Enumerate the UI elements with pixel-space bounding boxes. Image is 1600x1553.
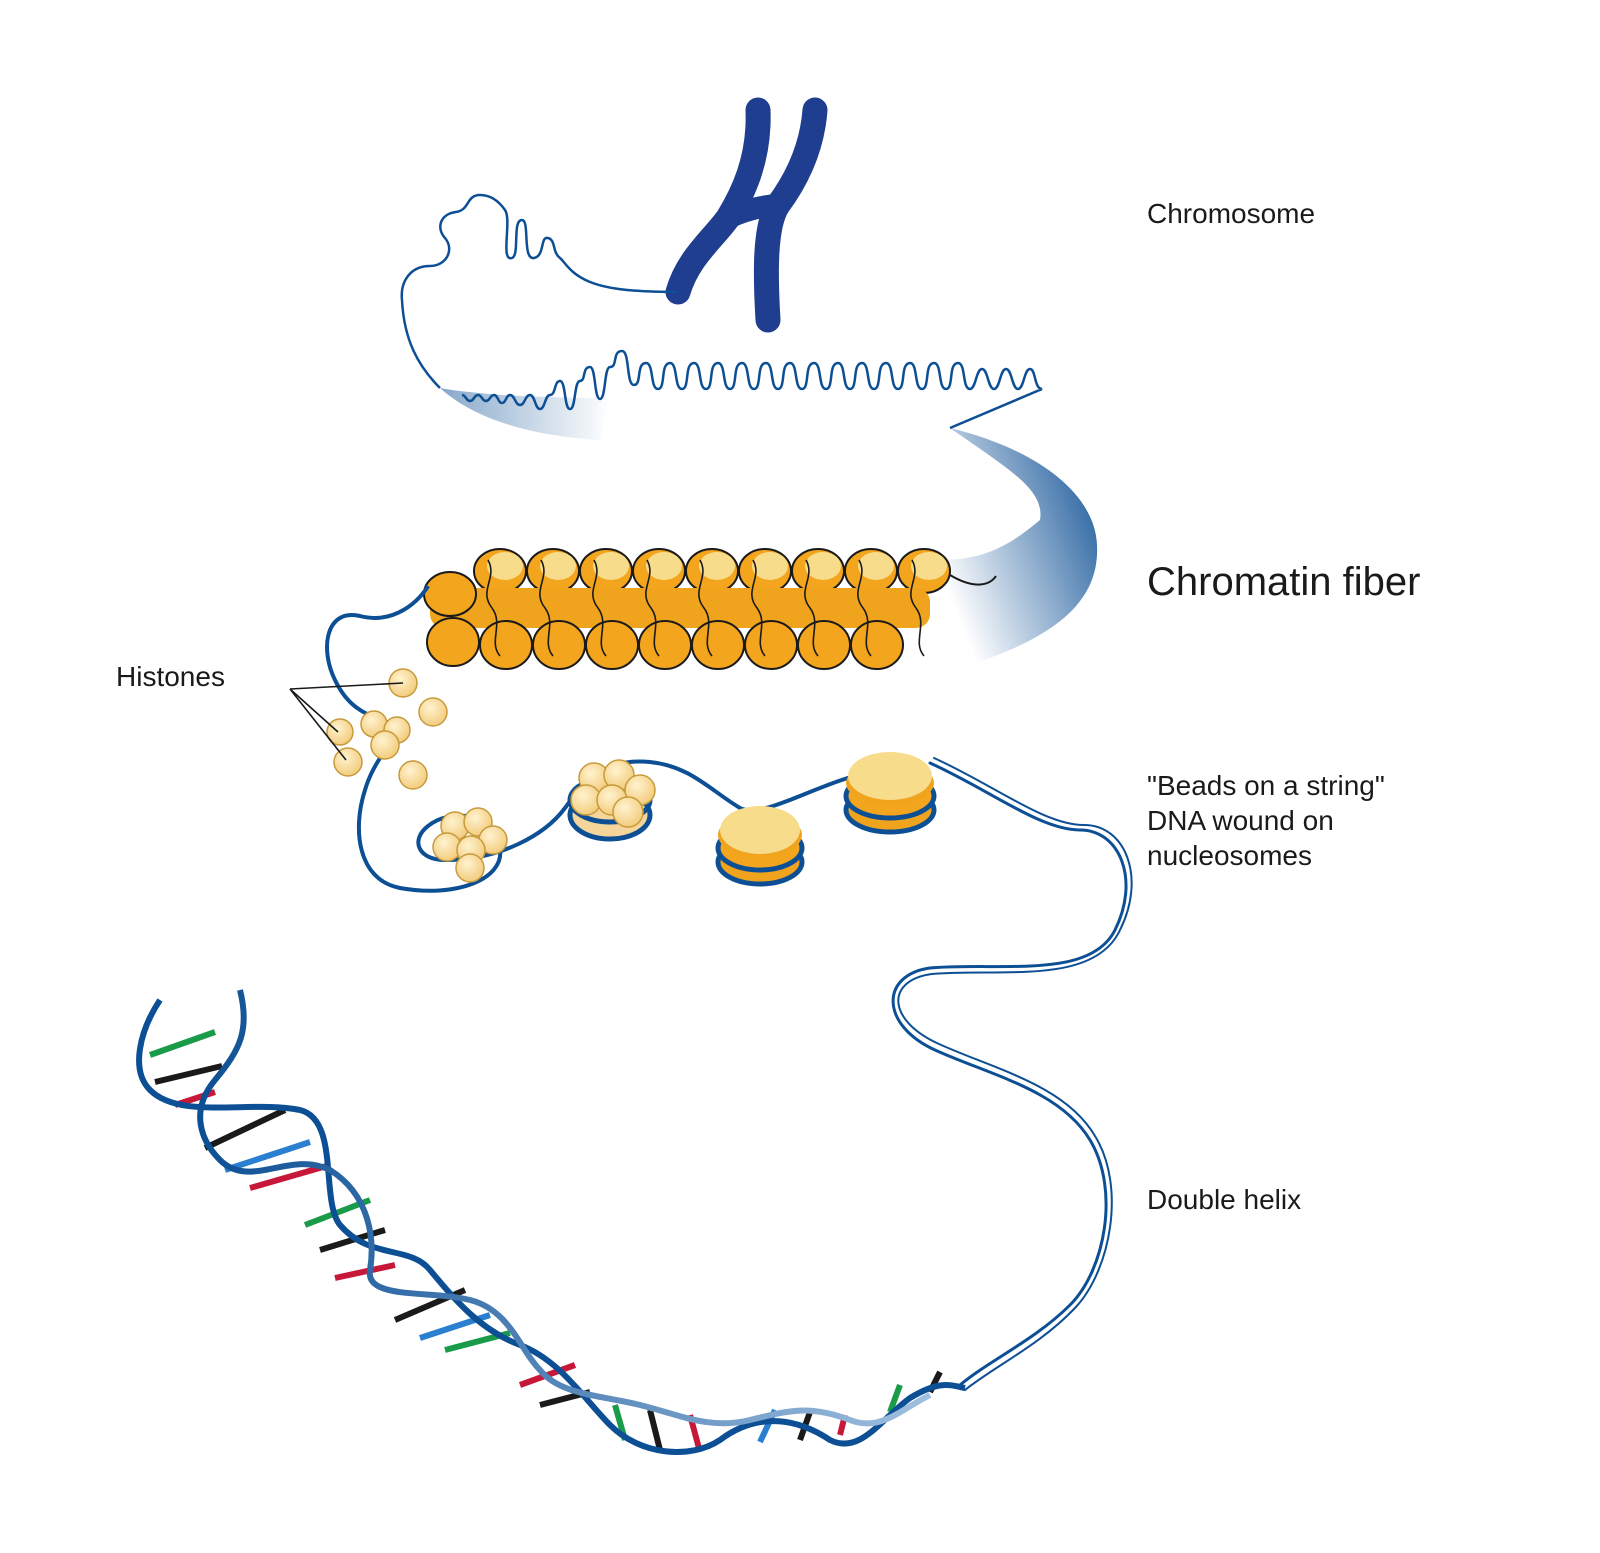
histones-pointer-lines <box>289 682 404 761</box>
chromatin-fiber <box>423 548 997 670</box>
chromosome <box>665 97 828 333</box>
chromatin-bottom-row <box>426 617 904 670</box>
double-helix <box>136 989 966 1455</box>
chromatin-fiber-label: Chromatin fiber <box>1147 560 1421 604</box>
coiled-fiber <box>461 349 1043 430</box>
histone-octamer-1 <box>432 807 508 883</box>
chromosome-label: Chromosome <box>1147 198 1316 229</box>
chromatin-top-highlight <box>487 552 947 580</box>
free-histones <box>326 668 448 790</box>
helix-strand-a <box>136 998 966 1455</box>
beads-label-line-3: nucleosomes <box>1147 840 1312 871</box>
helix-base-pairs <box>148 1029 943 1453</box>
dna-ribbon-right <box>891 757 1133 1391</box>
dna-thread-loose <box>400 193 679 389</box>
fan-band-right <box>940 428 1098 668</box>
beads-label-line-2: DNA wound on <box>1147 805 1334 836</box>
chromatin-dna-wraps <box>486 559 925 657</box>
nucleosome-3 <box>715 806 805 887</box>
beads-label-line-1: "Beads on a string" <box>1147 770 1385 801</box>
double-helix-label: Double helix <box>1147 1184 1302 1215</box>
nucleosome-4 <box>843 752 937 835</box>
beads-on-a-string-label: "Beads on a string" DNA wound on nucleos… <box>1147 768 1385 873</box>
histones-label: Histones <box>116 661 225 692</box>
nucleosome-2 <box>567 759 656 842</box>
helix-strand-b <box>197 989 932 1427</box>
fan-band-top <box>440 388 610 440</box>
